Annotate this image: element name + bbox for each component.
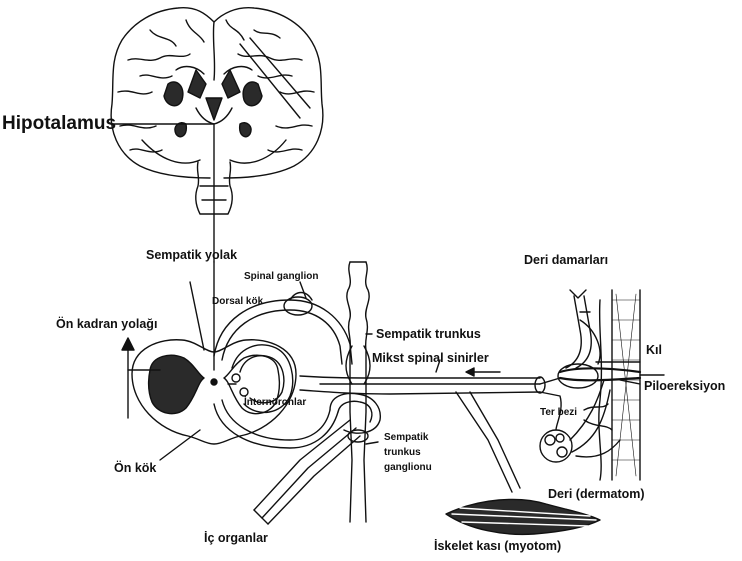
label-deri-dermatom: Deri (dermatom): [548, 488, 645, 501]
dorsal-kok-pointer: [190, 282, 204, 350]
label-sempatik-trunkus: Sempatik trunkus: [376, 328, 481, 341]
brain-outline: [111, 8, 323, 178]
spinal-ganglion-pointer: [300, 282, 306, 298]
label-dorsal-kok: Dorsal kök: [212, 297, 263, 307]
label-mikst-spinal-sinirler: Mikst spinal sinirler: [372, 352, 489, 365]
ic-organ-siniri: [254, 420, 360, 524]
label-piloereksiyon: Piloereksiyon: [644, 380, 725, 393]
label-kil: Kıl: [646, 344, 662, 357]
label-iskelet-kasi: İskelet kası (myotom): [434, 540, 561, 553]
iskelet-kasi: [446, 499, 600, 534]
label-sempatik-yolak: Sempatik yolak: [146, 249, 237, 262]
label-ter-bezi: Ter bezi: [540, 408, 577, 418]
label-internoronlar: İnternöronlar: [244, 398, 306, 408]
label-sempatik-trunkus-ganglionu-3: ganglionu: [384, 463, 432, 473]
label-hipotalamus: Hipotalamus: [2, 114, 116, 133]
label-sempatik-trunkus-ganglionu-1: Sempatik: [384, 433, 428, 443]
label-deri-damarlari: Deri damarları: [524, 254, 608, 267]
label-spinal-ganglion: Spinal ganglion: [244, 272, 318, 282]
ganglion-pointer: [366, 442, 378, 444]
label-on-kadran-yolagi: Ön kadran yolağı: [56, 318, 157, 331]
spinal-cord: [122, 338, 296, 444]
label-sempatik-trunkus-ganglionu-2: trunkus: [384, 448, 421, 458]
label-on-kok: Ön kök: [114, 462, 156, 475]
label-ic-organlar: İç organlar: [204, 532, 268, 545]
